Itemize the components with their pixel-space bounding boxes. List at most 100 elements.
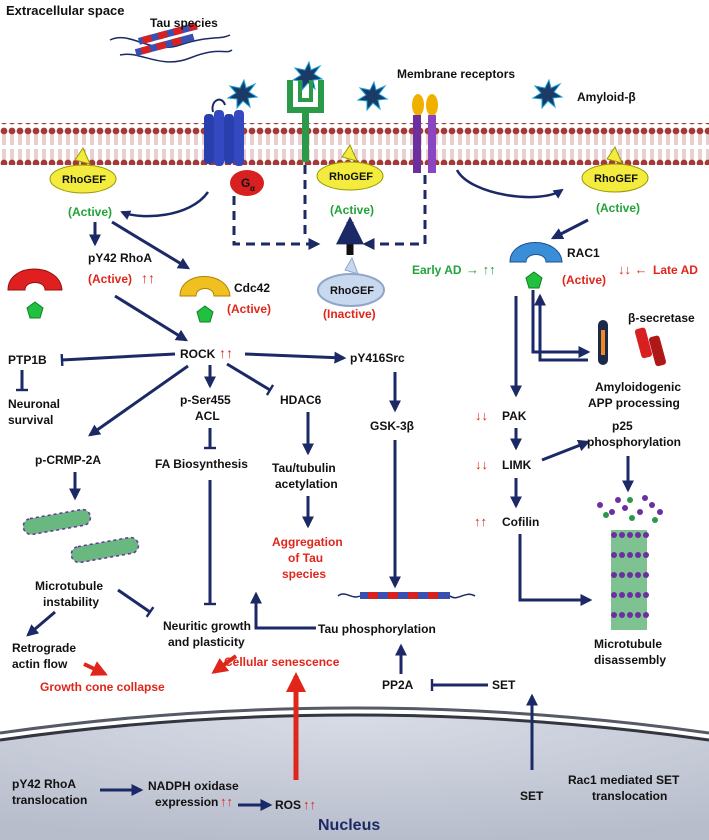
- mt-instability-label-1: Microtubule: [35, 579, 103, 593]
- rhogef-right-state: (Active): [596, 201, 640, 215]
- amyloid-beta-label: Amyloid-β: [577, 90, 636, 104]
- rhogef-left-state: (Active): [68, 205, 112, 219]
- rac-set-label-1: Rac1 mediated SET: [568, 773, 680, 787]
- nadph-label-1: NADPH oxidase: [148, 779, 239, 793]
- arrow-cofilin-to-mt: [518, 534, 593, 606]
- aggregation-label-1: Aggregation: [272, 535, 343, 549]
- amyloidogenic-label-1: Amyloidogenic: [595, 380, 681, 394]
- curved-arrow-right: [455, 169, 564, 199]
- inhibit-rock-hdac6: [226, 362, 275, 396]
- svg-text:RhoGEF: RhoGEF: [329, 171, 373, 183]
- amyloid-beta-icon: [226, 60, 564, 112]
- inhibit-mt-neuritic: [117, 588, 155, 618]
- neuritic-label-2: and plasticity: [168, 635, 245, 649]
- mt-instability-label-2: instability: [43, 595, 99, 609]
- neuritic-label-1: Neuritic growth: [163, 619, 251, 633]
- rac1-label: RAC1: [567, 246, 600, 260]
- cofilin-up-arrows: ↑↑: [474, 514, 487, 529]
- rhoa-icon: [7, 268, 63, 319]
- rac1-icon: [509, 242, 563, 289]
- svg-text:α: α: [250, 184, 255, 193]
- cdc42-label: Cdc42: [234, 281, 270, 295]
- rac-set-label-2: translocation: [592, 789, 667, 803]
- rock-label: ROCK: [180, 347, 216, 361]
- tau-acet-label-1: Tau/tubulin: [272, 461, 336, 475]
- purple-receptor-icon: [412, 94, 438, 173]
- svg-text:RhoGEF: RhoGEF: [594, 173, 638, 185]
- rhoa-up-arrows: ↑↑: [141, 270, 155, 286]
- neuronal-label: Neuronal: [8, 397, 60, 411]
- rock-up-arrows: ↑↑: [219, 345, 233, 361]
- microtubule-disassembly-icon: [597, 495, 663, 630]
- microtubule-fragments-icon: [22, 508, 140, 564]
- pysrc-label: pY416Src: [350, 351, 405, 365]
- nucleus-set-label: SET: [520, 789, 544, 803]
- hdac6-label: HDAC6: [280, 393, 322, 407]
- arrow-bsec-to-rac1: [534, 293, 588, 362]
- arrow-rhogef-to-rac1: [550, 218, 589, 240]
- limk-label: LIMK: [502, 458, 532, 472]
- tau-phos-label: Tau phosphorylation: [318, 622, 436, 636]
- arrow-rhoa-to-rock: [114, 294, 189, 342]
- nadph-up-arrows: ↑↑: [220, 794, 233, 809]
- p25-label: p25: [612, 419, 633, 433]
- pser-label: p-Ser455: [180, 393, 231, 407]
- amyloidogenic-label-2: APP processing: [588, 396, 680, 410]
- cdc42-icon: [179, 276, 231, 323]
- rhoa-state: (Active): [88, 272, 132, 286]
- growth-cone-label: Growth cone collapse: [40, 680, 165, 694]
- late-ad-arrows: ↓↓ ←: [618, 262, 648, 277]
- extracellular-title: Extracellular space: [6, 3, 125, 18]
- pp2a-label: PP2A: [382, 678, 414, 692]
- limk-down-arrows: ↓↓: [475, 457, 488, 472]
- rhogef-right: RhoGEF: [581, 145, 649, 193]
- ptp1b-label: PTP1B: [8, 353, 47, 367]
- inhibit-rock-ptp1b: [60, 352, 176, 367]
- rhogef-left: RhoGEF: [49, 146, 117, 194]
- svg-text:G: G: [241, 176, 250, 190]
- pak-down-arrows: ↓↓: [475, 408, 488, 423]
- dashed-activation-arrows: [232, 165, 427, 250]
- arrow-mt-to-retrograde: [26, 610, 56, 637]
- ros-up-arrows: ↑↑: [303, 797, 316, 812]
- retrograde-label-2: actin flow: [12, 657, 68, 671]
- survival-label: survival: [8, 413, 53, 427]
- red-arrow-retro-gc: [83, 661, 108, 676]
- arrow-rac1-to-bsec: [531, 290, 591, 358]
- rhogef-inactive: RhoGEF: [317, 256, 385, 307]
- nucleus-label: Nucleus: [318, 817, 380, 834]
- arrow-rhogef-to-cdc42: [111, 220, 191, 270]
- acl-label: ACL: [195, 409, 220, 423]
- set-label: SET: [492, 678, 516, 692]
- arrow-rock-to-crmp: [88, 364, 189, 437]
- rhogef-middle: RhoGEF: [316, 143, 384, 191]
- rhoa-transloc-label-2: translocation: [12, 793, 87, 807]
- tau-species-label: Tau species: [150, 16, 218, 30]
- tau-species-icon: [109, 22, 233, 63]
- crmp-label: p-CRMP-2A: [35, 453, 101, 467]
- tau-filament-icon: [337, 592, 476, 599]
- aggregation-label-2: of Tau: [288, 551, 323, 565]
- beta-secretase-icon: [598, 320, 667, 367]
- early-ad-arrows: → ↑↑: [466, 262, 496, 277]
- gsk-label: GSK-3β: [370, 419, 414, 433]
- early-ad-label: Early AD: [412, 263, 462, 277]
- g-alpha-icon: G α: [230, 170, 264, 196]
- cofilin-label: Cofilin: [502, 515, 539, 529]
- ros-label: ROS: [275, 798, 301, 812]
- svg-text:RhoGEF: RhoGEF: [62, 174, 106, 186]
- mt-disassembly-label-2: disassembly: [594, 653, 666, 667]
- nadph-label-2: expression: [155, 795, 218, 809]
- arrow-limk-to-p25: [541, 439, 591, 462]
- aggregation-label-3: species: [282, 567, 326, 581]
- fa-biosynthesis-label: FA Biosynthesis: [155, 457, 248, 471]
- rhoa-transloc-label-1: pY42 RhoA: [12, 777, 76, 791]
- green-receptor-icon: [287, 80, 324, 162]
- rhogef-middle-state: (Active): [330, 203, 374, 217]
- late-ad-label: Late AD: [653, 263, 698, 277]
- mt-disassembly-label-1: Microtubule: [594, 637, 662, 651]
- arrow-rock-to-src: [244, 351, 347, 364]
- p25-phos-label: phosphorylation: [587, 435, 681, 449]
- membrane-receptors-label: Membrane receptors: [397, 67, 515, 81]
